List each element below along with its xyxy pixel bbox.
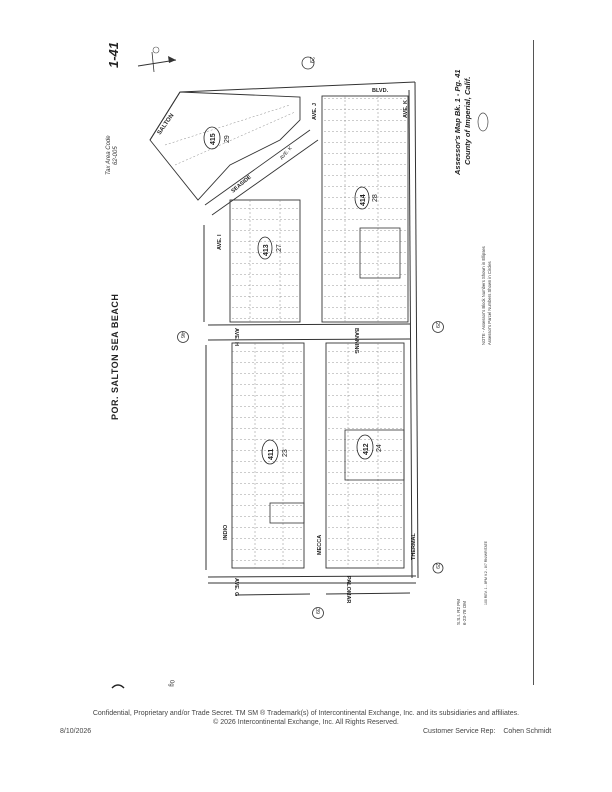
footer-rep: Customer Service Rep: Cohen Schmidt xyxy=(423,728,559,735)
svg-text:39: 39 xyxy=(314,608,320,614)
street-palomar: PALOMAR xyxy=(345,576,351,603)
map-book-title: Assessor's Map Bk. 1 - Pg. 41 xyxy=(453,69,462,176)
circled-number-ave: 29 xyxy=(432,562,444,574)
svg-text:29: 29 xyxy=(434,322,440,328)
block-411-sub: 23 xyxy=(282,449,289,457)
street-ave-h: AVE. H xyxy=(233,328,239,346)
block-415-number: 415 xyxy=(210,133,217,145)
footer-confidential: Confidential, Proprietary and/or Trade S… xyxy=(92,710,520,717)
subdivision-title: POR. SALTON SEA BEACH xyxy=(110,294,120,420)
note-line-2: Assessor's Parcel Numbers Shown in Circl… xyxy=(487,261,492,345)
street-blvd: BLVD. xyxy=(372,88,389,94)
block-415: 415 29 SALTON xyxy=(149,91,301,201)
tax-area-code: 62-005 xyxy=(113,146,119,165)
footer-copyright: © 2026 Intercontinental Exchange, Inc. A… xyxy=(213,719,399,726)
scribble-mark xyxy=(111,684,125,689)
street-indio: INDIO xyxy=(223,524,229,540)
street-ave-i: AVE. I xyxy=(217,234,223,250)
block-415-sub: 29 xyxy=(224,135,231,143)
note-line-1: NOTE - Assessor's Block Numbers Shown in… xyxy=(481,246,486,345)
block-414: 414 28 xyxy=(321,95,409,323)
block-414-sub: 28 xyxy=(372,194,379,202)
footer-rep-name: Cohen Schmidt xyxy=(503,728,552,735)
street-ave-g: AVE. G xyxy=(233,578,239,596)
street-ave-j: AVE. J xyxy=(312,103,318,120)
footer-date: 8/10/2026 xyxy=(60,728,92,735)
block-411: 411 23 xyxy=(231,342,305,569)
block-412-sub: 24 xyxy=(376,444,383,452)
block-412-number: 412 xyxy=(363,443,370,455)
map-county: County of Imperial, Calif. xyxy=(463,77,472,165)
map-header-code: 1-41 xyxy=(106,42,121,68)
street-thermal: THERMAL xyxy=(411,532,417,560)
block-411-number: 411 xyxy=(268,449,275,460)
recorded-line-2: 6-23-78 OM xyxy=(462,601,467,625)
road-lines xyxy=(149,81,419,596)
street-mecca: MECCA xyxy=(317,535,323,555)
circled-number-46: 46 xyxy=(177,331,189,343)
circled-number-29: 29 xyxy=(432,321,444,333)
block-412: 412 24 xyxy=(325,342,405,569)
street-labels: BLVD. AVE. J AVE. I AVE. H AVE. G AVE. K… xyxy=(217,88,417,603)
tax-area-label: Tax Area Code xyxy=(106,135,112,175)
block-414-number: 414 xyxy=(360,194,367,206)
pcu-line: 100 REV. 1 - 8PM V.2 - 8/7 RN/WRITATE xyxy=(484,540,488,605)
page-border-line xyxy=(533,40,534,685)
street-banning: BANNING xyxy=(353,328,359,354)
block-413-number: 413 xyxy=(263,244,270,256)
assessor-map: 1-41 29 Tax Area Code 62-005 POR. SALTON… xyxy=(106,42,492,689)
recorded-line-1: S.S.I. R2 PM xyxy=(456,599,461,625)
circled-number-top: 29 xyxy=(301,56,315,70)
street-ave-right: AVE. K xyxy=(403,100,409,118)
north-arrow-icon xyxy=(137,46,177,73)
block-413-sub: 27 xyxy=(276,244,283,252)
svg-text:29: 29 xyxy=(434,563,440,569)
circled-number-39: 39 xyxy=(312,607,324,619)
page-mark-bottom: 0g xyxy=(168,680,174,687)
svg-text:29: 29 xyxy=(308,57,314,64)
block-413: 413 27 xyxy=(229,199,301,323)
footer-rep-label: Customer Service Rep: xyxy=(423,728,496,735)
stamp-icon xyxy=(477,112,489,132)
svg-text:46: 46 xyxy=(179,332,185,338)
